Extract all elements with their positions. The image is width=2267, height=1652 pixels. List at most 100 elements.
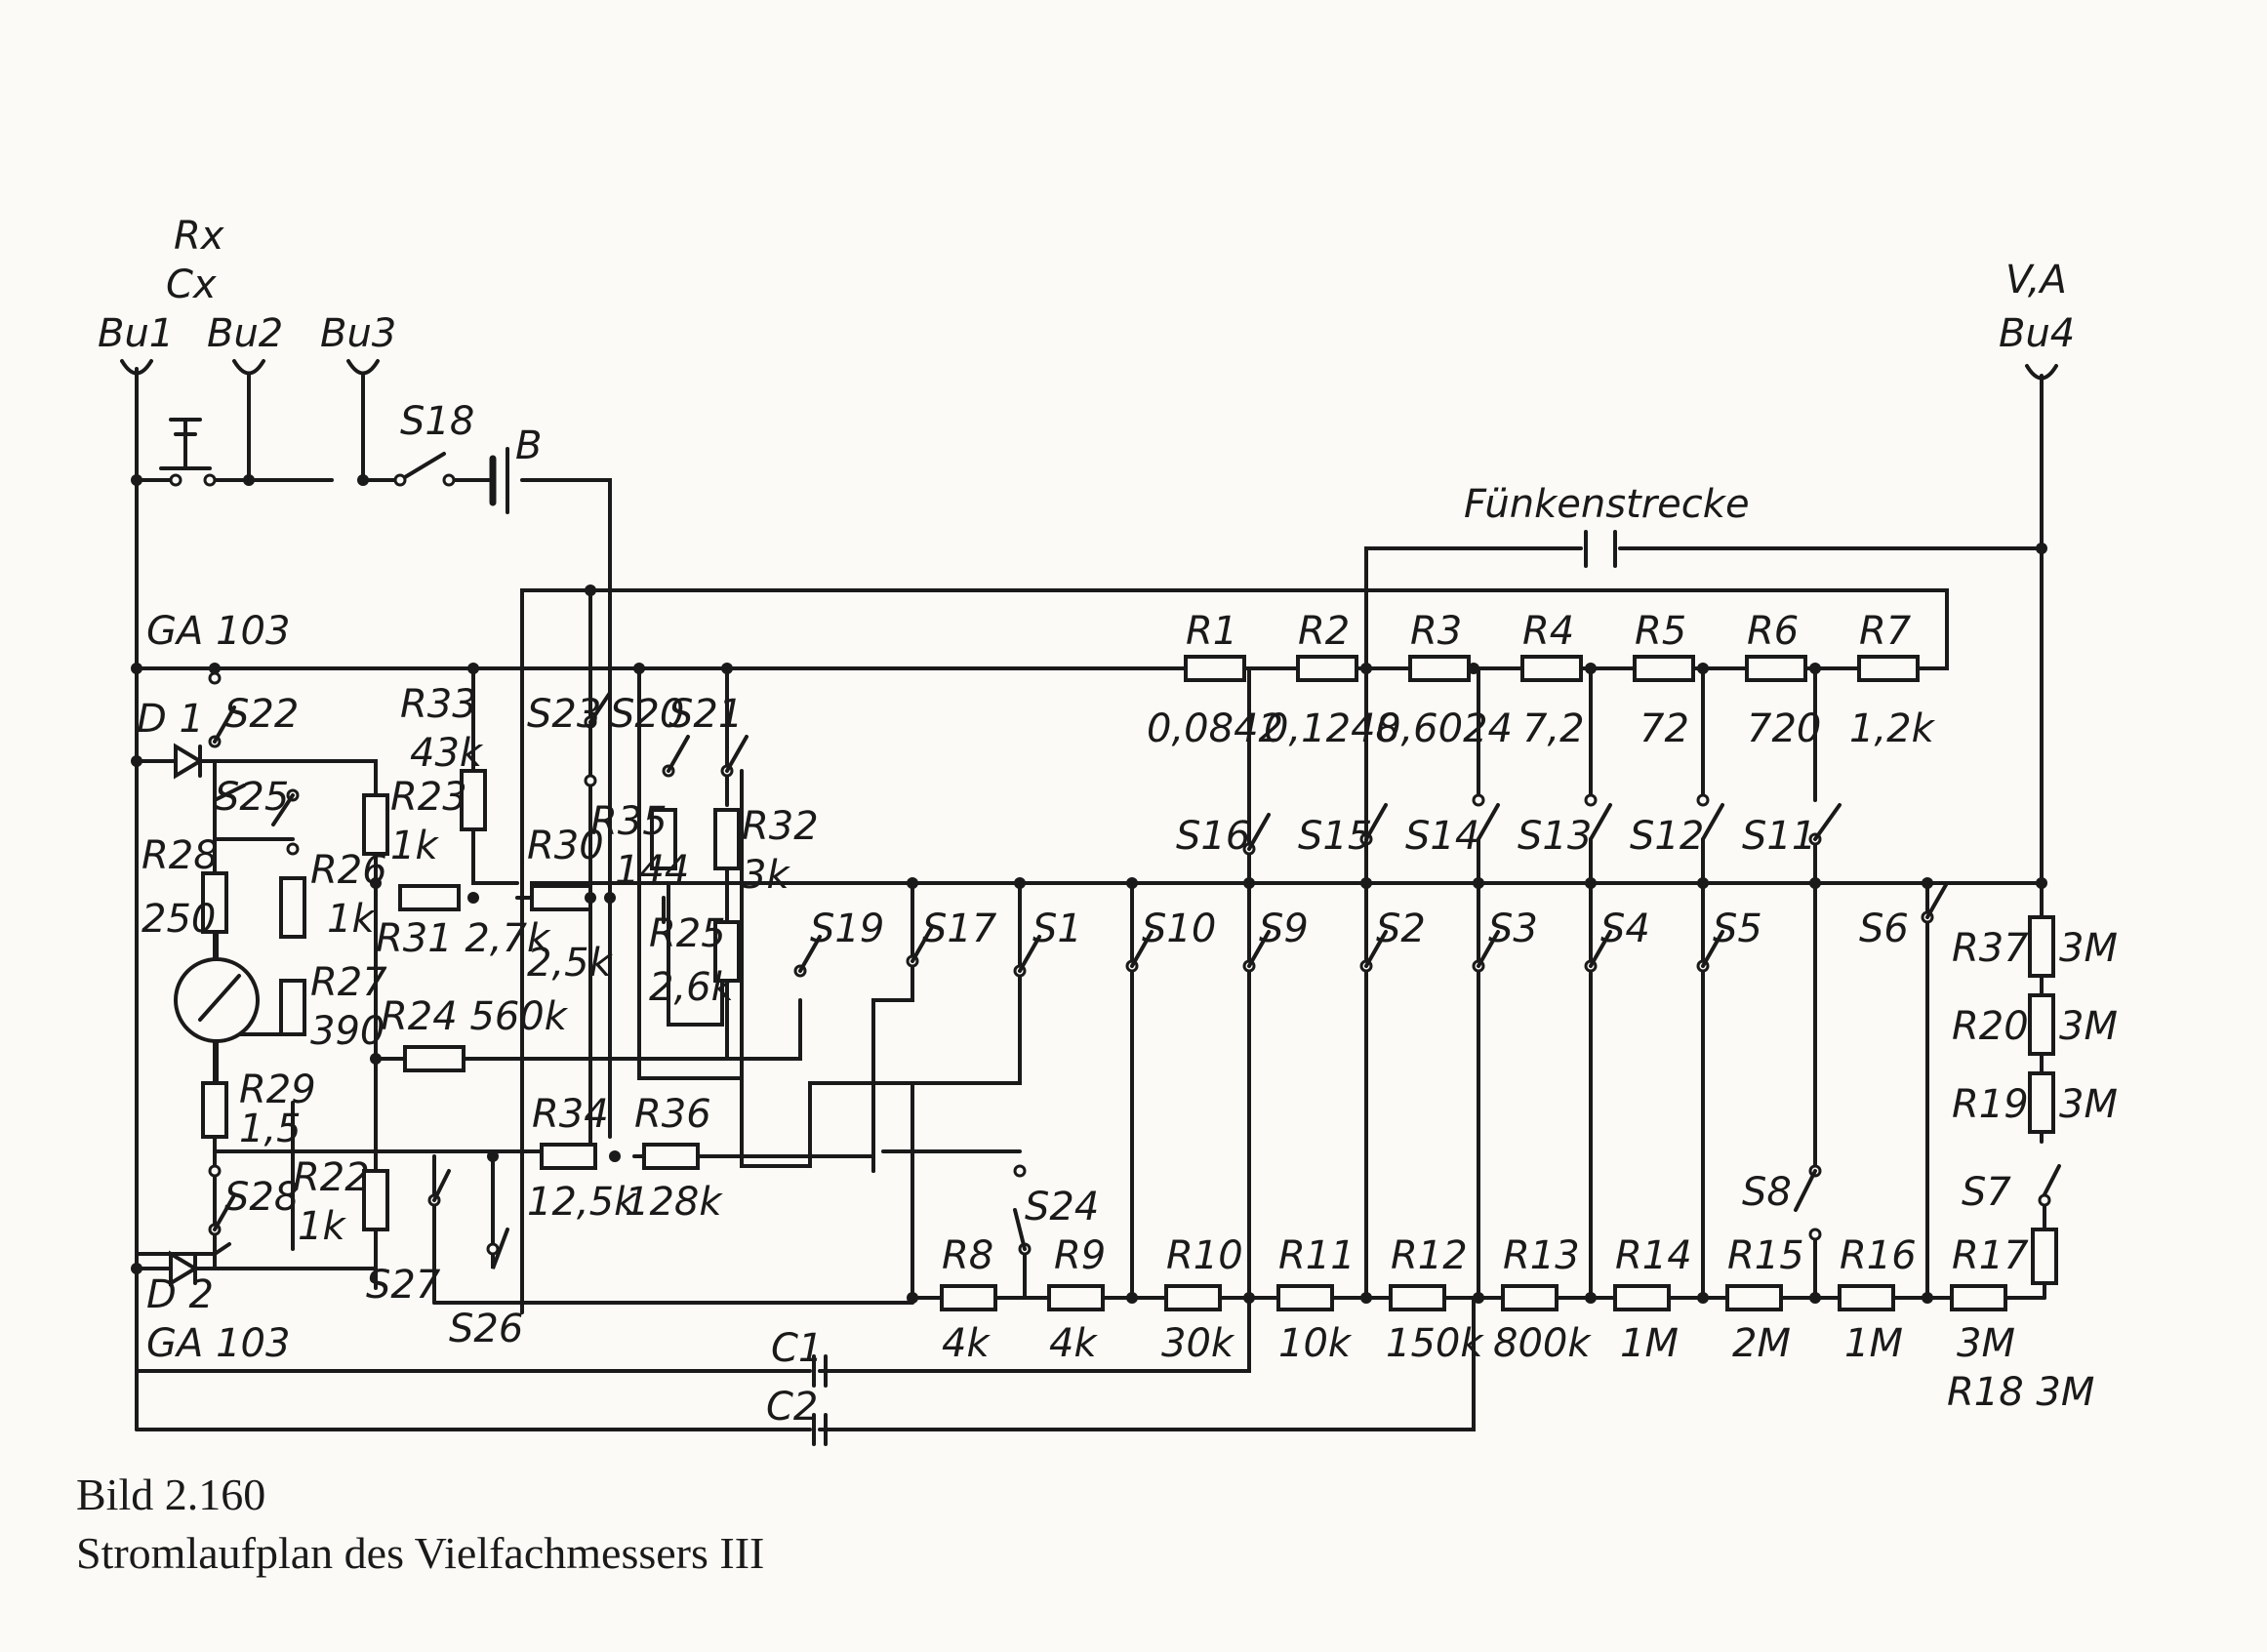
label-r3: R3 — [1410, 609, 1462, 654]
label-r12: R12 — [1391, 1233, 1468, 1278]
label-r11: R11 — [1278, 1233, 1356, 1278]
label-r20: R20 — [1952, 1004, 2029, 1049]
label-r7: R7 — [1859, 609, 1912, 654]
label-r20-value: 3M — [2059, 1004, 2118, 1049]
label-r10: R10 — [1166, 1233, 1243, 1278]
label-r19: R19 — [1952, 1082, 2029, 1127]
label-c1: C1 — [771, 1326, 823, 1371]
meter-symbol — [174, 930, 260, 1085]
resistor-r9 — [1047, 1284, 1105, 1311]
label-s16: S16 — [1176, 814, 1250, 859]
label-r17-value: 3M — [1957, 1321, 2015, 1366]
label-r23: R23 — [390, 775, 467, 820]
label-r7-value: 1,2k — [1849, 706, 1936, 751]
label-s22: S22 — [224, 692, 299, 737]
figure-number: Bild 2.160 — [76, 1470, 266, 1519]
label-r16-value: 1M — [1844, 1321, 1903, 1366]
resistor-r4 — [1520, 655, 1583, 682]
label-s4: S4 — [1600, 907, 1650, 951]
label-r15-value: 2M — [1732, 1321, 1791, 1366]
label-r32: R32 — [742, 804, 819, 849]
label-r22-value: 1k — [298, 1204, 346, 1249]
label-s25: S25 — [215, 775, 289, 820]
label-s9: S9 — [1259, 907, 1309, 951]
junction-dots — [131, 474, 2047, 1304]
label-s1: S1 — [1032, 907, 1082, 951]
resistor-r17 — [1950, 1284, 2007, 1311]
label-s10: S10 — [1142, 907, 1216, 951]
resistor-r34 — [540, 1143, 597, 1170]
resistor-r15 — [1725, 1284, 1783, 1311]
label-r22: R22 — [293, 1155, 370, 1200]
label-r24: R24 560k — [381, 994, 569, 1039]
label-s2: S2 — [1376, 907, 1426, 951]
resistor-r20 — [2028, 993, 2055, 1056]
resistor-r32 — [713, 808, 741, 870]
label-r5: R5 — [1635, 609, 1686, 654]
label-r18: R18 3M — [1947, 1370, 2094, 1415]
label-r30-value: 2,5k — [527, 941, 614, 986]
label-r4: R4 — [1522, 609, 1574, 654]
label-r5-value: 72 — [1640, 706, 1689, 751]
label-s12: S12 — [1630, 814, 1704, 859]
resistor-r23 — [362, 793, 389, 856]
label-r25: R25 — [649, 911, 726, 956]
label-r11-value: 10k — [1278, 1321, 1353, 1366]
label-r26-value: 1k — [327, 897, 376, 942]
label-r26: R26 — [310, 848, 387, 893]
label-s24: S24 — [1025, 1185, 1099, 1229]
resistor-r28 — [201, 871, 228, 934]
resistor-r24 — [403, 1045, 466, 1072]
label-spark-gap: Fünkenstrecke — [1464, 482, 1750, 527]
label-r27: R27 — [310, 960, 387, 1005]
label-r2-value: 0,1248 — [1264, 706, 1400, 751]
label-va: V,A — [2005, 258, 2067, 302]
resistor-r13 — [1501, 1284, 1559, 1311]
label-r29: R29 — [239, 1068, 316, 1112]
resistor-r3 — [1408, 655, 1471, 682]
label-s14: S14 — [1405, 814, 1479, 859]
label-d2: D 2 — [146, 1272, 214, 1317]
label-s15: S15 — [1298, 814, 1372, 859]
label-r2: R2 — [1298, 609, 1350, 654]
label-r15: R15 — [1727, 1233, 1804, 1278]
label-s20: S20 — [610, 692, 684, 737]
resistor-r37 — [2028, 915, 2055, 978]
resistor-r25 — [713, 920, 741, 983]
resistor-r30 — [530, 884, 592, 911]
labels: Rx Cx Bu1 Bu2 Bu3 V,A Bu4 S18 B Fünkenst… — [98, 214, 2118, 1430]
resistor-r29 — [201, 1081, 228, 1139]
label-s6: S6 — [1859, 907, 1909, 951]
label-r35-value: 144 — [615, 848, 689, 893]
label-s23: S23 — [527, 692, 601, 737]
resistor-r8 — [940, 1284, 997, 1311]
label-r36: R36 — [634, 1092, 711, 1137]
resistor-r35 — [650, 808, 677, 870]
label-d1-type: GA 103 — [146, 609, 290, 654]
label-r6-value: 720 — [1747, 706, 1821, 751]
resistor-r6 — [1745, 655, 1807, 682]
switch-blades — [213, 691, 1949, 1251]
resistor-r7 — [1857, 655, 1920, 682]
label-r4-value: 7,2 — [1522, 706, 1585, 751]
label-r8-value: 4k — [942, 1321, 991, 1366]
label-s11: S11 — [1742, 814, 1816, 859]
label-r23-value: 1k — [390, 824, 439, 868]
label-s28: S28 — [224, 1175, 299, 1220]
resistor-r14 — [1613, 1284, 1671, 1311]
label-r32-value: 3k — [742, 853, 790, 898]
resistor-r5 — [1633, 655, 1695, 682]
label-r19-value: 3M — [2059, 1082, 2118, 1127]
label-r9-value: 4k — [1049, 1321, 1098, 1366]
label-s19: S19 — [810, 907, 884, 951]
label-bu4: Bu4 — [1999, 311, 2075, 356]
label-s7: S7 — [1962, 1170, 2011, 1215]
label-r30: R30 — [527, 824, 604, 868]
terminals — [120, 359, 2058, 381]
label-c2: C2 — [766, 1385, 818, 1430]
label-r17: R17 — [1952, 1233, 2029, 1278]
label-s13: S13 — [1518, 814, 1592, 859]
label-r14: R14 — [1615, 1233, 1692, 1278]
resistor-r12 — [1389, 1284, 1446, 1311]
